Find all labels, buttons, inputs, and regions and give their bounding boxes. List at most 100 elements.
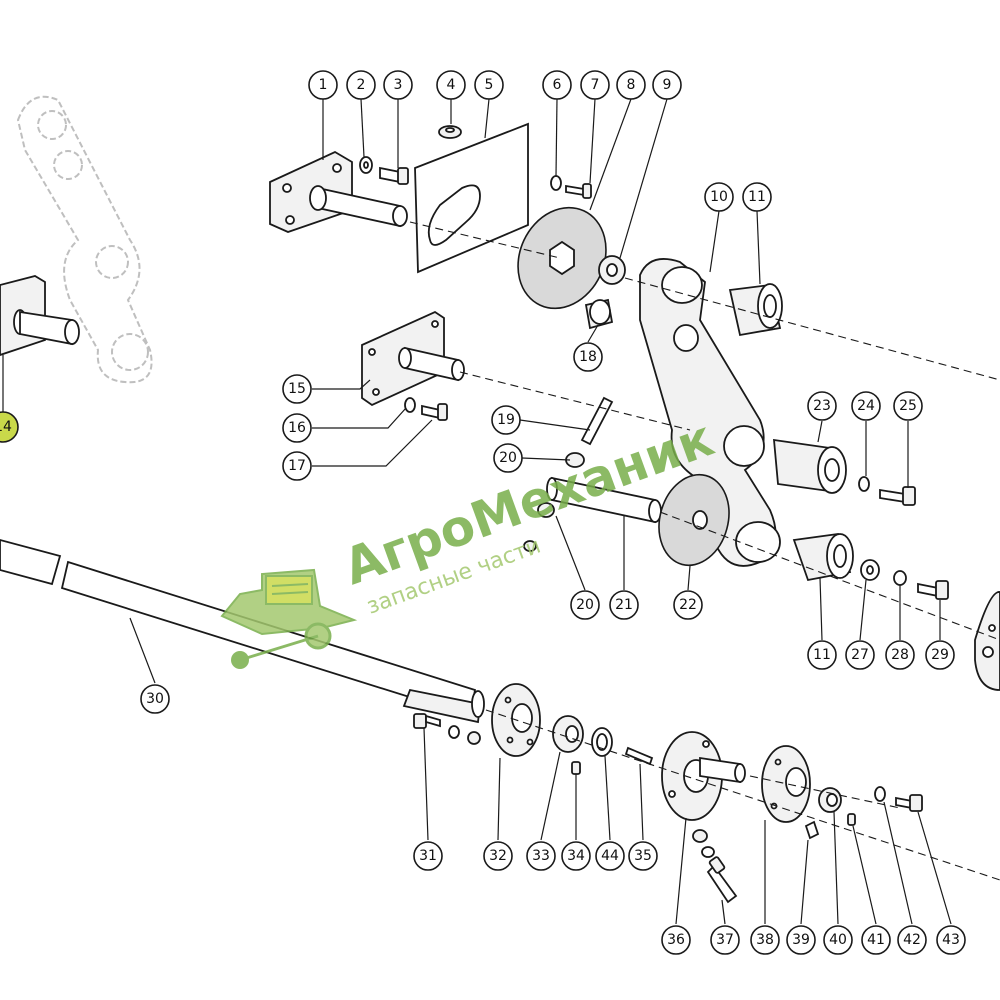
leader-lines [2, 98, 952, 925]
right-edge-hub [974, 591, 1000, 691]
callout-20-lower: 20 [570, 590, 600, 620]
svg-text:2: 2 [357, 77, 366, 93]
svg-text:8: 8 [627, 77, 636, 93]
svg-text:24: 24 [857, 398, 875, 414]
callout-11-top: 11 [742, 182, 772, 212]
svg-text:21: 21 [615, 597, 633, 613]
svg-text:16: 16 [288, 420, 306, 436]
callout-28: 28 [885, 640, 915, 670]
callout-15: 15 [282, 374, 312, 404]
svg-text:41: 41 [867, 932, 885, 948]
svg-text:6: 6 [553, 77, 562, 93]
part-33-bushing [552, 715, 584, 753]
part-44-ring [591, 727, 613, 757]
part-10-lever [639, 258, 781, 567]
part-34-setscrew [571, 761, 581, 775]
svg-text:19: 19 [497, 412, 515, 428]
part-25-bolt [879, 486, 916, 506]
part-30-shaft [0, 539, 485, 724]
part-39-grease-nipple [804, 820, 820, 840]
svg-text:23: 23 [813, 398, 831, 414]
callout-33: 33 [526, 841, 556, 871]
svg-text:42: 42 [903, 932, 921, 948]
callout-9: 9 [652, 70, 682, 100]
svg-text:28: 28 [891, 647, 909, 663]
svg-text:22: 22 [679, 597, 697, 613]
svg-text:4: 4 [447, 77, 456, 93]
svg-text:44: 44 [601, 848, 619, 864]
part-42-washer [874, 786, 886, 802]
harvester-logo [220, 568, 358, 669]
callout-32: 32 [483, 841, 513, 871]
part-17-bolt [421, 403, 448, 421]
svg-text:20: 20 [576, 597, 594, 613]
callout-8: 8 [616, 70, 646, 100]
svg-text:29: 29 [931, 647, 949, 663]
svg-text:40: 40 [829, 932, 847, 948]
part-9-nut [598, 255, 626, 285]
callout-31: 31 [413, 841, 443, 871]
svg-text:37: 37 [716, 932, 734, 948]
callout-35: 35 [628, 841, 658, 871]
part-38-flange [761, 745, 811, 823]
svg-text:25: 25 [899, 398, 917, 414]
callout-25: 25 [893, 391, 923, 421]
part-40-bushing [818, 787, 842, 813]
part-3-bolt [379, 166, 409, 185]
callout-4: 4 [436, 70, 466, 100]
svg-text:20: 20 [499, 450, 517, 466]
callout-17: 17 [282, 451, 312, 481]
watermark-brand: АгроМеханик [336, 409, 721, 596]
callout-18: 18 [573, 342, 603, 372]
svg-text:10: 10 [710, 189, 728, 205]
svg-text:35: 35 [634, 848, 652, 864]
svg-text:39: 39 [792, 932, 810, 948]
part-2-washer [359, 156, 373, 174]
callout-36: 36 [661, 925, 691, 955]
part-15-plate [361, 310, 465, 407]
part-16-washer [404, 397, 416, 413]
part-11-bushing-lower [792, 533, 854, 582]
part-22-disc [658, 473, 730, 567]
ghost-lever [16, 95, 153, 384]
svg-text:14: 14 [0, 419, 12, 435]
part-19-pin [580, 396, 614, 446]
callout-1: 1 [308, 70, 338, 100]
svg-text:3: 3 [394, 77, 403, 93]
callout-42: 42 [897, 925, 927, 955]
callouts: 1 2 3 4 5 6 7 8 9 10 11 18 15 16 17 19 2… [0, 70, 966, 955]
svg-text:34: 34 [567, 848, 585, 864]
part-31-bolt [413, 713, 481, 745]
callout-44: 44 [595, 841, 625, 871]
part-23-bushing [773, 438, 847, 494]
svg-text:17: 17 [288, 458, 306, 474]
part-20-nut-lower [523, 502, 555, 552]
part-32-flange [491, 683, 541, 757]
callout-34: 34 [561, 841, 591, 871]
callout-24: 24 [851, 391, 881, 421]
callout-6: 6 [542, 70, 572, 100]
callout-43: 43 [936, 925, 966, 955]
callout-5: 5 [474, 70, 504, 100]
part-36-hub [661, 731, 746, 821]
callout-22: 22 [673, 590, 703, 620]
part-18-bushing [584, 298, 614, 330]
svg-text:18: 18 [579, 349, 597, 365]
callout-38: 38 [750, 925, 780, 955]
bracket-14 [0, 275, 80, 356]
callout-29: 29 [925, 640, 955, 670]
callout-19: 19 [491, 405, 521, 435]
part-24-washer [858, 476, 870, 492]
svg-text:11: 11 [748, 189, 766, 205]
svg-text:43: 43 [942, 932, 960, 948]
callout-16: 16 [282, 413, 312, 443]
callout-11-lower: 11 [807, 640, 837, 670]
callout-7: 7 [580, 70, 610, 100]
svg-text:15: 15 [288, 381, 306, 397]
part-41-setscrew [847, 813, 856, 826]
svg-text:9: 9 [663, 77, 672, 93]
part-5-plate [414, 122, 529, 274]
part-6-washer [550, 175, 562, 191]
svg-text:33: 33 [532, 848, 550, 864]
